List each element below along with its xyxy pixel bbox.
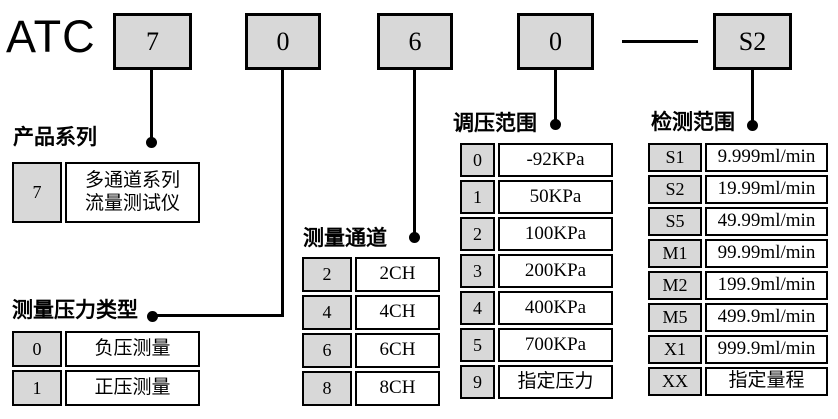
table-pressure-range: 0 -92KPa 1 50KPa 2 100KPa 3 200KPa 4 400… (460, 143, 613, 399)
value-cell: 正压测量 (65, 370, 200, 406)
connector-line-series (150, 68, 153, 144)
connector-line-pressure-type-vertical (281, 68, 284, 317)
table-row: 1 50KPa (460, 180, 613, 214)
connector-dot-detection-range (747, 120, 758, 131)
code-cell: 8 (302, 371, 352, 406)
value-cell: 499.9ml/min (705, 303, 828, 332)
table-title-pressure-type: 测量压力类型 (12, 299, 138, 322)
table-row: S1 9.999ml/min (648, 143, 828, 172)
value-cell: 200KPa (498, 254, 613, 288)
table-row: 3 200KPa (460, 254, 613, 288)
code-box-label: 0 (276, 26, 290, 56)
value-cell: 99.99ml/min (705, 239, 828, 268)
value-cell: 负压测量 (65, 331, 200, 367)
table-title-pressure-range: 调压范围 (453, 112, 537, 135)
code-box-series: 7 (113, 13, 192, 70)
table-row: 1 正压测量 (12, 370, 200, 406)
connector-line-pressure-range (554, 70, 557, 125)
code-cell: 2 (302, 257, 352, 292)
table-row: M1 99.99ml/min (648, 239, 828, 268)
code-cell: 3 (460, 254, 495, 288)
code-box-label: S2 (738, 26, 767, 56)
code-cell: 0 (460, 143, 495, 177)
code-box-pressure-range: 0 (517, 13, 594, 70)
value-cell: 100KPa (498, 217, 613, 251)
code-cell: XX (648, 367, 702, 396)
connector-line-channels (413, 68, 416, 239)
table-row: XX 指定量程 (648, 367, 828, 396)
table-row: 0 -92KPa (460, 143, 613, 177)
table-row: 8 8CH (302, 371, 440, 406)
value-cell: 指定量程 (705, 367, 828, 396)
table-row: 0 负压测量 (12, 331, 200, 367)
connector-dot-channels (409, 232, 420, 243)
value-cell: 49.99ml/min (705, 207, 828, 236)
connector-line-pressure-type-horizontal (155, 314, 284, 317)
table-row: 5 700KPa (460, 328, 613, 362)
model-prefix: ATC (6, 11, 96, 62)
table-channels: 2 2CH 4 4CH 6 6CH 8 8CH (302, 257, 440, 406)
table-row: 6 6CH (302, 333, 440, 368)
value-cell: 指定压力 (498, 365, 613, 399)
table-row: M2 199.9ml/min (648, 271, 828, 300)
code-cell: S2 (648, 175, 702, 204)
code-cell: 1 (12, 370, 62, 406)
connector-dot-pressure-range (550, 119, 561, 130)
code-cell: 2 (460, 217, 495, 251)
code-cell: 5 (460, 328, 495, 362)
code-box-pressure-type: 0 (245, 13, 321, 70)
table-pressure-type: 0 负压测量 1 正压测量 (12, 331, 200, 406)
dash-separator (622, 40, 698, 43)
code-cell: S1 (648, 143, 702, 172)
table-title-product-series: 产品系列 (13, 126, 97, 149)
code-cell: X1 (648, 335, 702, 364)
value-cell: 8CH (355, 371, 440, 406)
code-cell: 9 (460, 365, 495, 399)
code-box-channels: 6 (377, 13, 453, 70)
connector-line-detection-range (751, 68, 754, 126)
connector-dot-series (146, 137, 157, 148)
value-cell: 多通道系列 流量测试仪 (65, 162, 200, 223)
value-cell: 9.999ml/min (705, 143, 828, 172)
table-row: 7 多通道系列 流量测试仪 (12, 162, 200, 223)
code-cell: 4 (460, 291, 495, 325)
table-title-detection-range: 检测范围 (651, 111, 735, 134)
value-cell: 19.99ml/min (705, 175, 828, 204)
value-cell: 2CH (355, 257, 440, 292)
value-cell: -92KPa (498, 143, 613, 177)
table-title-channels: 测量通道 (303, 227, 387, 250)
table-row: 4 4CH (302, 295, 440, 330)
value-cell: 4CH (355, 295, 440, 330)
code-cell: 7 (12, 162, 62, 223)
table-product-series: 7 多通道系列 流量测试仪 (12, 162, 200, 223)
table-row: S2 19.99ml/min (648, 175, 828, 204)
code-box-label: 6 (408, 26, 422, 56)
code-box-label: 7 (146, 26, 159, 56)
code-cell: 4 (302, 295, 352, 330)
code-cell: M5 (648, 303, 702, 332)
table-row: 4 400KPa (460, 291, 613, 325)
code-cell: M2 (648, 271, 702, 300)
value-cell: 6CH (355, 333, 440, 368)
value-cell: 400KPa (498, 291, 613, 325)
code-cell: 0 (12, 331, 62, 367)
code-cell: 6 (302, 333, 352, 368)
table-row: X1 999.9ml/min (648, 335, 828, 364)
table-row: 9 指定压力 (460, 365, 613, 399)
connector-dot-pressure-type (147, 311, 158, 322)
value-cell: 700KPa (498, 328, 613, 362)
code-box-detection-range: S2 (713, 13, 792, 70)
code-cell: M1 (648, 239, 702, 268)
value-cell: 999.9ml/min (705, 335, 828, 364)
table-row: 2 2CH (302, 257, 440, 292)
code-cell: S5 (648, 207, 702, 236)
code-box-label: 0 (549, 26, 562, 56)
value-cell: 199.9ml/min (705, 271, 828, 300)
value-cell: 50KPa (498, 180, 613, 214)
table-row: 2 100KPa (460, 217, 613, 251)
table-row: S5 49.99ml/min (648, 207, 828, 236)
table-row: M5 499.9ml/min (648, 303, 828, 332)
table-detection-range: S1 9.999ml/min S2 19.99ml/min S5 49.99ml… (648, 143, 828, 396)
code-cell: 1 (460, 180, 495, 214)
